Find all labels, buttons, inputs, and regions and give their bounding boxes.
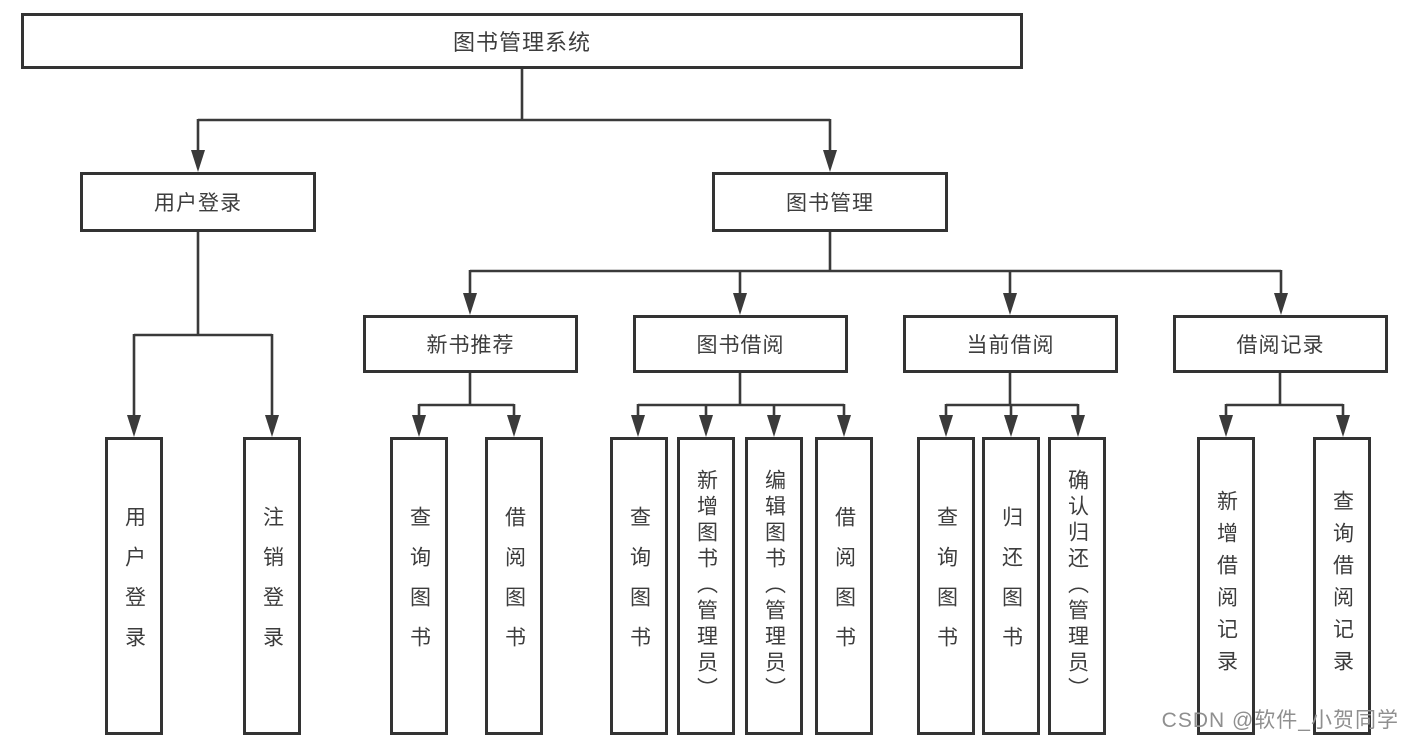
node-root: 图书管理系统 (21, 13, 1023, 69)
leaf-borrow-books-recommend: 借阅图书 (485, 437, 543, 735)
leaf-confirm-return-admin-label: 确认归还（管理员） (1065, 469, 1089, 703)
leaf-query-books-recommend-label: 查询图书 (407, 506, 431, 666)
node-user-login-label: 用户登录 (154, 192, 242, 215)
node-new-book-recommend-label: 新书推荐 (426, 334, 515, 357)
leaf-query-books-current: 查询图书 (917, 437, 975, 735)
node-book-borrow: 图书借阅 (633, 315, 848, 373)
leaf-confirm-return-admin: 确认归还（管理员） (1048, 437, 1106, 735)
leaf-return-book: 归还图书 (982, 437, 1040, 735)
leaf-borrow-books-borrow-label: 借阅图书 (832, 506, 856, 666)
leaf-query-books-current-label: 查询图书 (934, 506, 958, 666)
leaf-borrow-books-recommend-label: 借阅图书 (502, 506, 526, 666)
node-current-borrow: 当前借阅 (903, 315, 1118, 373)
node-book-borrow-label: 图书借阅 (696, 334, 785, 357)
leaf-add-borrow-record: 新增借阅记录 (1197, 437, 1255, 735)
leaf-edit-book-admin-label: 编辑图书（管理员） (762, 469, 786, 703)
node-new-book-recommend: 新书推荐 (363, 315, 578, 373)
leaf-user-login: 用户登录 (105, 437, 163, 735)
leaf-borrow-books-borrow: 借阅图书 (815, 437, 873, 735)
leaf-logout-label: 注销登录 (260, 506, 284, 666)
leaf-query-books-borrow: 查询图书 (610, 437, 668, 735)
node-root-label: 图书管理系统 (452, 30, 591, 55)
leaf-query-books-borrow-label: 查询图书 (627, 506, 651, 666)
node-borrow-records-label: 借阅记录 (1236, 334, 1325, 357)
node-borrow-records: 借阅记录 (1173, 315, 1388, 373)
leaf-logout: 注销登录 (243, 437, 301, 735)
leaf-add-borrow-record-label: 新增借阅记录 (1214, 490, 1238, 682)
node-user-login: 用户登录 (80, 172, 316, 232)
leaf-return-book-label: 归还图书 (999, 506, 1023, 666)
csdn-watermark: CSDN @软件_小贺同学 (1161, 709, 1399, 732)
leaf-edit-book-admin: 编辑图书（管理员） (745, 437, 803, 735)
leaf-query-borrow-record-label: 查询借阅记录 (1330, 490, 1354, 682)
node-current-borrow-label: 当前借阅 (966, 334, 1055, 357)
node-book-management: 图书管理 (712, 172, 948, 232)
leaf-add-book-admin-label: 新增图书（管理员） (694, 469, 718, 703)
node-book-management-label: 图书管理 (786, 192, 874, 215)
leaf-query-borrow-record: 查询借阅记录 (1313, 437, 1371, 735)
leaf-query-books-recommend: 查询图书 (390, 437, 448, 735)
arrowhead-icons (127, 150, 1350, 437)
leaf-add-book-admin: 新增图书（管理员） (677, 437, 735, 735)
leaf-user-login-label: 用户登录 (122, 506, 146, 666)
